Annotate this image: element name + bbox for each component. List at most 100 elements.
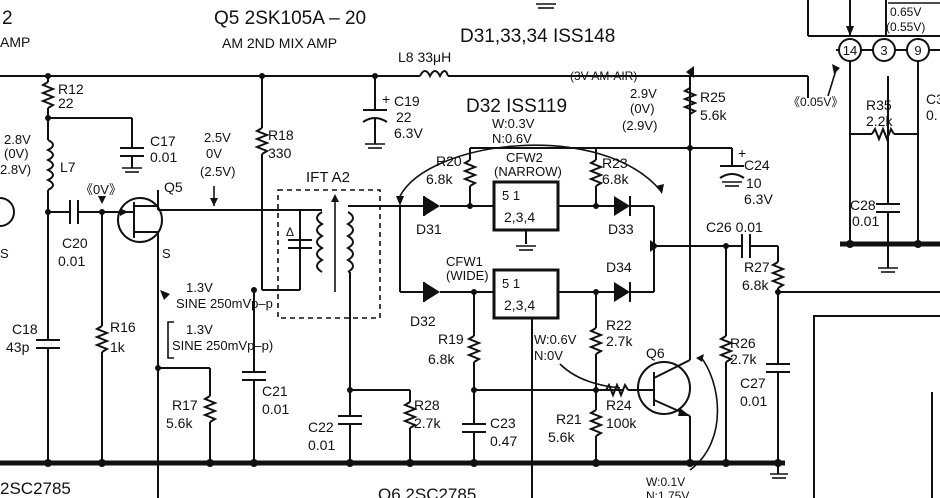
header-left-amp: AMP — [0, 34, 30, 50]
r20-resistor — [462, 159, 478, 187]
r28-label: R28 — [414, 397, 440, 413]
ic-bus-junction-1 — [846, 240, 854, 248]
q5-label: Q5 — [164, 179, 183, 195]
d31-diode — [423, 196, 440, 216]
d32-diode — [423, 282, 440, 302]
c22-label: C22 — [308, 419, 334, 435]
q5-title: Q5 2SK105A – 20 — [214, 8, 366, 29]
v0-label-c: (0V) — [630, 101, 655, 116]
v25-label: 2.5V — [204, 130, 231, 145]
v29b-label: (2.9V) — [622, 118, 657, 133]
c19-plus: + — [382, 91, 390, 107]
q6-voltage-arrow — [689, 355, 719, 471]
r12-label: R12 — [58, 81, 84, 97]
r26-value: 2.7k — [730, 351, 757, 367]
r28-value: 2.7k — [414, 415, 441, 431]
ic-voltage-box — [888, 0, 940, 34]
v005-arrowhead — [832, 64, 840, 74]
cfw1-filter — [492, 268, 560, 320]
pin-9: 9 — [906, 38, 930, 62]
c20-label: C20 — [62, 235, 88, 251]
r26-label: R26 — [730, 335, 756, 351]
c24-plus: + — [738, 145, 746, 161]
q6-label: Q6 — [646, 345, 665, 361]
r19-label: R19 — [438, 331, 464, 347]
r21-resistor — [588, 409, 604, 437]
r27-value: 6.8k — [742, 277, 769, 293]
r18-resistor — [254, 127, 270, 155]
c22-value: 0.01 — [308, 437, 335, 453]
c17-value: 0.01 — [150, 149, 177, 165]
c3x-value: 0. — [926, 107, 938, 123]
right-lower-box — [813, 315, 940, 498]
ift-trim-arrow — [331, 194, 339, 202]
r12-resistor — [40, 81, 56, 109]
v28b-label: 2.8V) — [0, 162, 31, 177]
c3x-label: C3 — [926, 91, 940, 107]
header-left-num: 2 — [2, 8, 13, 29]
r22-value: 2.7k — [606, 333, 633, 349]
c23-capacitor — [462, 423, 486, 463]
d31-title: D31,33,34 ISS148 — [460, 26, 615, 47]
c19-value: 22 — [396, 109, 412, 125]
c28-label: C28 — [850, 197, 876, 213]
sine1-volt: 1.3V — [186, 280, 213, 295]
r17-value: 5.6k — [166, 415, 193, 431]
w03-label: W:0.3V — [492, 116, 535, 131]
l7-label: L7 — [60, 159, 76, 175]
ift-delta: Δ — [286, 225, 294, 239]
v0-label-a: (0V) — [4, 146, 29, 161]
r19-value: 6.8k — [428, 351, 455, 367]
sine2-volt: 1.3V — [186, 322, 213, 337]
bottom-mid-label: Q6 2SC2785 — [378, 485, 476, 498]
r28-resistor — [402, 401, 418, 429]
sine1-arrow — [160, 290, 170, 300]
c28-value: 0.01 — [852, 213, 879, 229]
c23-label: C23 — [490, 415, 516, 431]
r23-label: R23 — [602, 155, 628, 171]
v055-label: (0.55V) — [886, 20, 925, 34]
cfw1-wide: (WIDE) — [446, 268, 489, 283]
cfw2-pins-bot: 2,3,4 — [504, 209, 535, 225]
q5-s-label: S — [162, 246, 171, 261]
c19-voltage: 6.3V — [394, 125, 423, 141]
r17-junction — [155, 365, 161, 371]
q5-transistor — [117, 190, 163, 250]
c17-capacitor — [120, 147, 144, 173]
l8-inductor — [419, 70, 449, 79]
q6-transistor — [628, 359, 691, 417]
r25-label: R25 — [700, 89, 726, 105]
cfw2-narrow: (NARROW) — [494, 164, 562, 179]
ground-symbol-top — [536, 3, 556, 9]
w06-label: W:0.6V — [534, 332, 577, 347]
q6-voltage-arrowhead — [696, 354, 704, 362]
cfw1-pins-bot: 2,3,4 — [504, 297, 535, 313]
r16-resistor — [94, 325, 110, 353]
v0-label-b: 0V — [206, 146, 222, 161]
sine2-bracket — [167, 321, 174, 359]
r25-resistor — [682, 87, 698, 115]
d34-label: D34 — [606, 259, 632, 275]
ift-secondary-coil — [346, 211, 354, 273]
r17-resistor — [202, 395, 218, 423]
prev-transistor-edge — [0, 197, 15, 227]
r24-resistor — [605, 382, 629, 398]
q6-w-voltage: W:0.1V — [646, 475, 685, 489]
r20-value: 6.8k — [426, 171, 453, 187]
sine2-text: SINE 250mVp–p) — [172, 338, 273, 353]
c19-label: C19 — [394, 93, 420, 109]
d31-label: D31 — [416, 221, 442, 237]
pin-14: 14 — [838, 38, 862, 62]
c27-label: C27 — [740, 375, 766, 391]
r27-label: R27 — [744, 259, 770, 275]
c24-label: C24 — [744, 157, 770, 173]
c21-value: 0.01 — [262, 401, 289, 417]
d33-label: D33 — [608, 221, 634, 237]
r18-label: R18 — [268, 127, 294, 143]
c21-label: C21 — [262, 383, 288, 399]
d34-diode — [614, 282, 631, 302]
r16-label: R16 — [110, 319, 136, 335]
r16-value: 1k — [110, 339, 126, 355]
c24-value: 10 — [746, 175, 762, 191]
